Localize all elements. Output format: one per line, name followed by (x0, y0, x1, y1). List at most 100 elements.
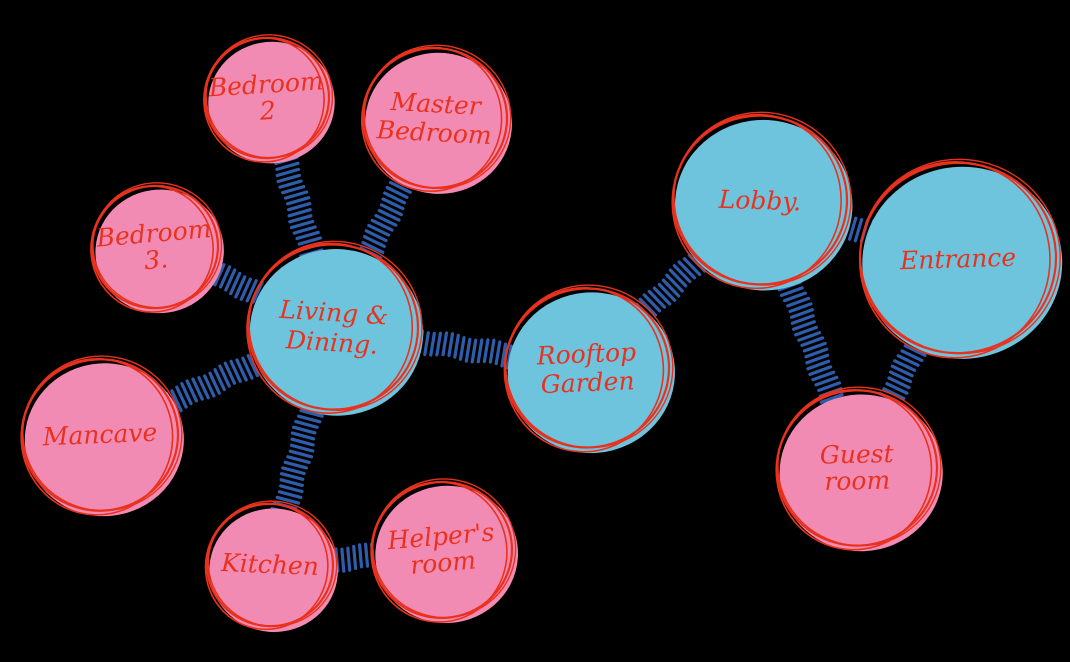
connector-tick (346, 546, 352, 572)
connector-tick (847, 216, 858, 241)
room-label: Living &Dining. (276, 295, 390, 361)
connector-tick (482, 338, 490, 364)
room-bedroom-2: Bedroom2 (203, 34, 335, 164)
connector-tick (893, 359, 917, 372)
connector-tick (790, 314, 815, 325)
room-outline (360, 46, 503, 193)
room-label-line: Garden (540, 366, 635, 399)
connector-tick (278, 179, 303, 189)
connector-tick (389, 181, 412, 194)
connector-tick (800, 336, 825, 347)
connector-tick (279, 478, 304, 487)
connector-tick (804, 347, 829, 359)
connector-tick (218, 364, 231, 388)
connector-tick (379, 203, 403, 217)
connector-tick (896, 354, 920, 367)
room-kitchen: Kitchen (204, 500, 338, 633)
connector-tick (364, 229, 388, 243)
connector-tick (180, 382, 193, 406)
connector-tick (786, 296, 811, 308)
connector-tick (652, 286, 672, 306)
room-outline (22, 355, 183, 512)
connector-tick (275, 161, 300, 171)
connector-tick (500, 342, 508, 368)
room-lobby: Lobby. (671, 111, 853, 291)
room-fill (375, 485, 519, 624)
room-fill (208, 41, 335, 164)
room-outline (248, 240, 423, 412)
room-outline (20, 358, 174, 516)
connector-tick (672, 264, 692, 284)
connector-tick (453, 333, 460, 359)
connector-tick (290, 431, 316, 441)
room-fill (365, 52, 512, 194)
room-outline (775, 388, 933, 551)
connector-tick (882, 387, 906, 400)
connector-tick (287, 202, 312, 212)
connector-tick (779, 286, 804, 297)
room-mancave: Mancave (20, 355, 184, 517)
connector-tick (488, 338, 496, 364)
connector-tick (362, 235, 386, 248)
room-label-line: room (409, 546, 477, 580)
connector-tick (170, 389, 183, 413)
connector-tick (642, 293, 662, 313)
connector-tick (423, 331, 430, 357)
room-bedroom-3: Bedroom3. (90, 182, 224, 314)
connector-tick (276, 173, 301, 184)
room-label: Guestroom (820, 439, 896, 496)
connector-tick (191, 377, 204, 401)
connector-tick (175, 385, 188, 409)
connector-tick (275, 167, 300, 178)
connector-tick (245, 279, 258, 303)
connector-tick (447, 332, 455, 357)
connector-tick (791, 320, 816, 331)
connector-tick (229, 271, 242, 296)
room-label-line: Master (389, 87, 484, 121)
connector-tick (682, 257, 702, 277)
connector-tick (887, 376, 911, 390)
connector-tick (890, 364, 914, 378)
room-outline (92, 182, 223, 309)
room-label-line: Entrance (899, 243, 1017, 276)
connector-tick (817, 381, 842, 392)
room-label-line: Dining. (284, 325, 379, 360)
connector-tick (677, 260, 697, 280)
connector-tick (251, 280, 264, 304)
connector-tick (279, 472, 305, 481)
room-outline (205, 34, 334, 159)
room-living-dining: Living &Dining. (246, 240, 424, 416)
connector-tick (281, 466, 306, 476)
connector-tick (352, 544, 358, 571)
room-label-line: room (824, 466, 890, 496)
connector-tick (287, 208, 312, 218)
room-label: Entrance (899, 243, 1017, 276)
connector-tick (229, 359, 242, 383)
room-outline (777, 386, 942, 547)
connector-tick (297, 236, 322, 246)
room-guest-room: Guestroom (775, 386, 943, 552)
connector-tick (797, 331, 822, 342)
connector-tick (853, 218, 864, 243)
connector-tick (383, 191, 407, 205)
connector-tick (279, 484, 304, 494)
room-outline (372, 478, 517, 619)
connector-tick (888, 370, 913, 384)
connector-tick (235, 358, 248, 382)
room-outline (503, 287, 665, 453)
connector-tick (185, 379, 198, 403)
connector-tick (292, 225, 317, 235)
connector-tick (294, 420, 319, 429)
connector-tick (290, 437, 315, 447)
connector-tick (494, 340, 502, 366)
connector-tick (213, 368, 226, 392)
room-outline (673, 111, 852, 286)
connector-tick (805, 353, 830, 365)
connector-tick (647, 289, 667, 309)
connector-tick (668, 268, 688, 288)
room-fill (95, 189, 224, 314)
connector-tick (297, 414, 322, 424)
connector-tick (385, 186, 409, 199)
room-outline (203, 37, 325, 163)
room-outline (90, 185, 214, 313)
